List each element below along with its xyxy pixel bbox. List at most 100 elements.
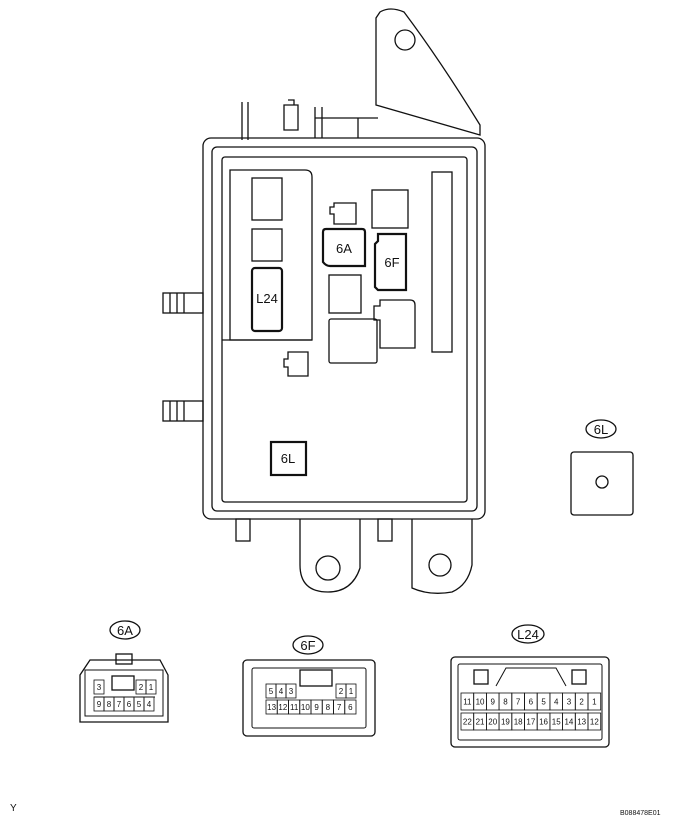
pin-6a: 9: [97, 700, 102, 709]
location-label-6a: 6A: [336, 241, 352, 256]
pin-6f: 2: [339, 687, 344, 696]
pin-6f: 10: [301, 703, 310, 712]
slot: [373, 299, 416, 349]
slot: [251, 177, 283, 221]
pin-l24: 11: [463, 698, 472, 707]
small-connector: [283, 351, 309, 377]
pin-6a-cell: [93, 679, 105, 695]
location-label-l24: L24: [256, 291, 278, 306]
pin-6a-cell: [145, 679, 157, 695]
connector-6a-housing: [79, 659, 169, 723]
bottom-mount-hole: [315, 555, 341, 581]
pin-l24: 22: [463, 718, 472, 727]
pin-l24: 16: [539, 718, 548, 727]
detail-label-oval: [585, 419, 617, 439]
top-tab-right: [314, 107, 378, 138]
bottom-mount-left: [299, 519, 361, 593]
housing-panel: [221, 156, 468, 503]
connector-l24: L24: [450, 624, 610, 748]
detail-6l-terminal: [570, 451, 634, 516]
pin-6a: 4: [147, 700, 152, 709]
pin-6a: 2: [139, 683, 144, 692]
housing-outer: [202, 137, 486, 520]
pin-6f: 5: [269, 687, 274, 696]
bottom-mount-hole: [428, 553, 452, 577]
connector-label-l24: L24: [517, 627, 539, 642]
pin-l24: 18: [514, 718, 523, 727]
pin-l24: 6: [529, 698, 534, 707]
detail-6l-stud: [595, 475, 609, 489]
bottom-tab: [377, 518, 393, 542]
location-l24: L24: [250, 266, 284, 333]
pin-l24: 3: [567, 698, 572, 707]
pin-6f: 9: [314, 703, 319, 712]
slot: [251, 228, 283, 262]
connector-label-oval: [109, 620, 141, 640]
pin-l24: 17: [526, 718, 535, 727]
slot: [371, 189, 409, 229]
connector-label-oval: [292, 635, 324, 655]
pin-l24: 19: [501, 718, 510, 727]
location-6a: 6A: [321, 227, 367, 268]
top-tab-middle: [283, 99, 299, 131]
pin-6f-cell: [345, 683, 357, 699]
connector-l24-housing: [450, 656, 610, 748]
left-clip-lower: [162, 400, 204, 422]
pin-6f: 12: [278, 703, 287, 712]
pin-6a: 5: [137, 700, 142, 709]
top-bracket-hole: [394, 29, 416, 51]
pin-6a: 1: [149, 683, 154, 692]
bottom-tab: [235, 518, 251, 542]
location-6l: 6L: [269, 440, 308, 477]
pin-6f: 8: [326, 703, 331, 712]
footer-left-mark: Y: [10, 803, 17, 814]
pin-l24: 13: [577, 718, 586, 727]
pin-l24: 8: [503, 698, 508, 707]
connector-label-6a: 6A: [117, 623, 133, 638]
pin-l24: 2: [579, 698, 584, 707]
pin-l24-cell: [587, 712, 602, 731]
pin-6f: 4: [279, 687, 284, 696]
location-label-6f: 6F: [384, 255, 399, 270]
detail-label-6l: 6L: [594, 422, 608, 437]
pin-l24: 4: [554, 698, 559, 707]
pin-l24: 7: [516, 698, 521, 707]
pin-l24: 12: [590, 718, 599, 727]
pin-6f: 3: [289, 687, 294, 696]
connector-label-oval: [511, 624, 545, 644]
location-6f: 6F: [373, 232, 408, 292]
inner-partition: [229, 169, 313, 341]
pin-l24: 15: [552, 718, 561, 727]
bottom-mount-right: [411, 519, 473, 594]
pin-6f: 1: [349, 687, 354, 696]
connector-label-6f: 6F: [300, 638, 315, 653]
slot: [328, 318, 378, 364]
small-connector: [329, 202, 357, 225]
pin-6a: 8: [107, 700, 112, 709]
figure-code: B088478E01: [620, 810, 661, 817]
pin-l24: 5: [541, 698, 546, 707]
pin-6f: 13: [267, 703, 276, 712]
left-clip-upper: [162, 292, 204, 314]
pin-6f: 7: [337, 703, 342, 712]
pin-l24: 10: [476, 698, 485, 707]
top-tab-left: [241, 102, 249, 140]
pin-6a-cell: [143, 696, 155, 712]
pin-l24: 1: [592, 698, 597, 707]
housing-inner: [211, 146, 478, 512]
pin-l24-cell: [587, 692, 602, 711]
vertical-slot: [431, 171, 453, 353]
top-mounting-bracket: [375, 8, 481, 136]
pin-l24: 9: [491, 698, 496, 707]
junction-block: [162, 8, 486, 594]
pin-l24: 21: [476, 718, 485, 727]
pin-6f-cell: [344, 699, 357, 715]
pin-6a: 3: [97, 683, 102, 692]
connector-6f-housing: [242, 659, 376, 737]
pin-6f-cell: [285, 683, 297, 699]
location-label-6l: 6L: [281, 451, 295, 466]
pin-6f: 11: [290, 703, 299, 712]
detail-6l: 6L: [570, 419, 634, 516]
